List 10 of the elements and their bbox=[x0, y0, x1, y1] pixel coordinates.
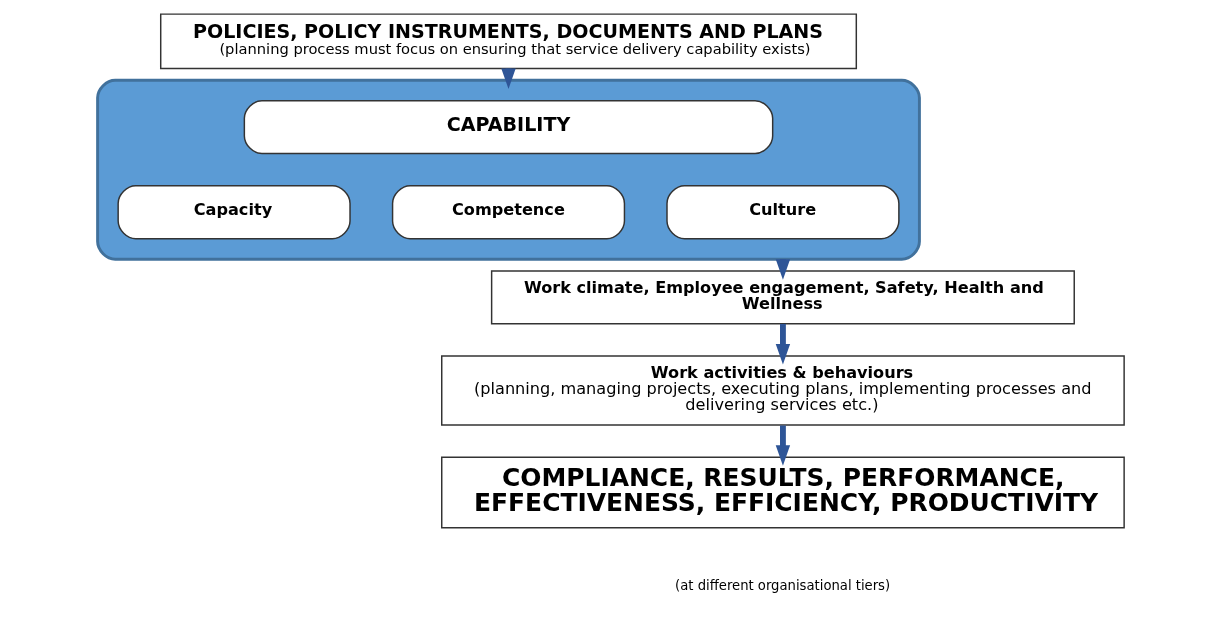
node-box: Work climate, Employee engagement, Safety, Health and Wellness bbox=[490, 270, 1075, 325]
arrow bbox=[775, 323, 791, 365]
arrow bbox=[775, 425, 791, 466]
node-box: Culture bbox=[666, 185, 900, 240]
node-box: Competence bbox=[391, 185, 626, 240]
node-box: CAPABILITY bbox=[243, 99, 774, 155]
node-box: COMPLIANCE, RESULTS, PERFORMANCE, EFFECTIVENESS, EFFICIENCY, PRODUCTIVITY bbox=[441, 456, 1125, 529]
node-label: (at different organisational tiers) bbox=[675, 577, 891, 593]
node-box: Work activities & behaviours (planning, managing projects, executing plans, implementing processes and delivering services etc.) bbox=[441, 355, 1125, 426]
node-box: Capacity bbox=[117, 185, 351, 240]
